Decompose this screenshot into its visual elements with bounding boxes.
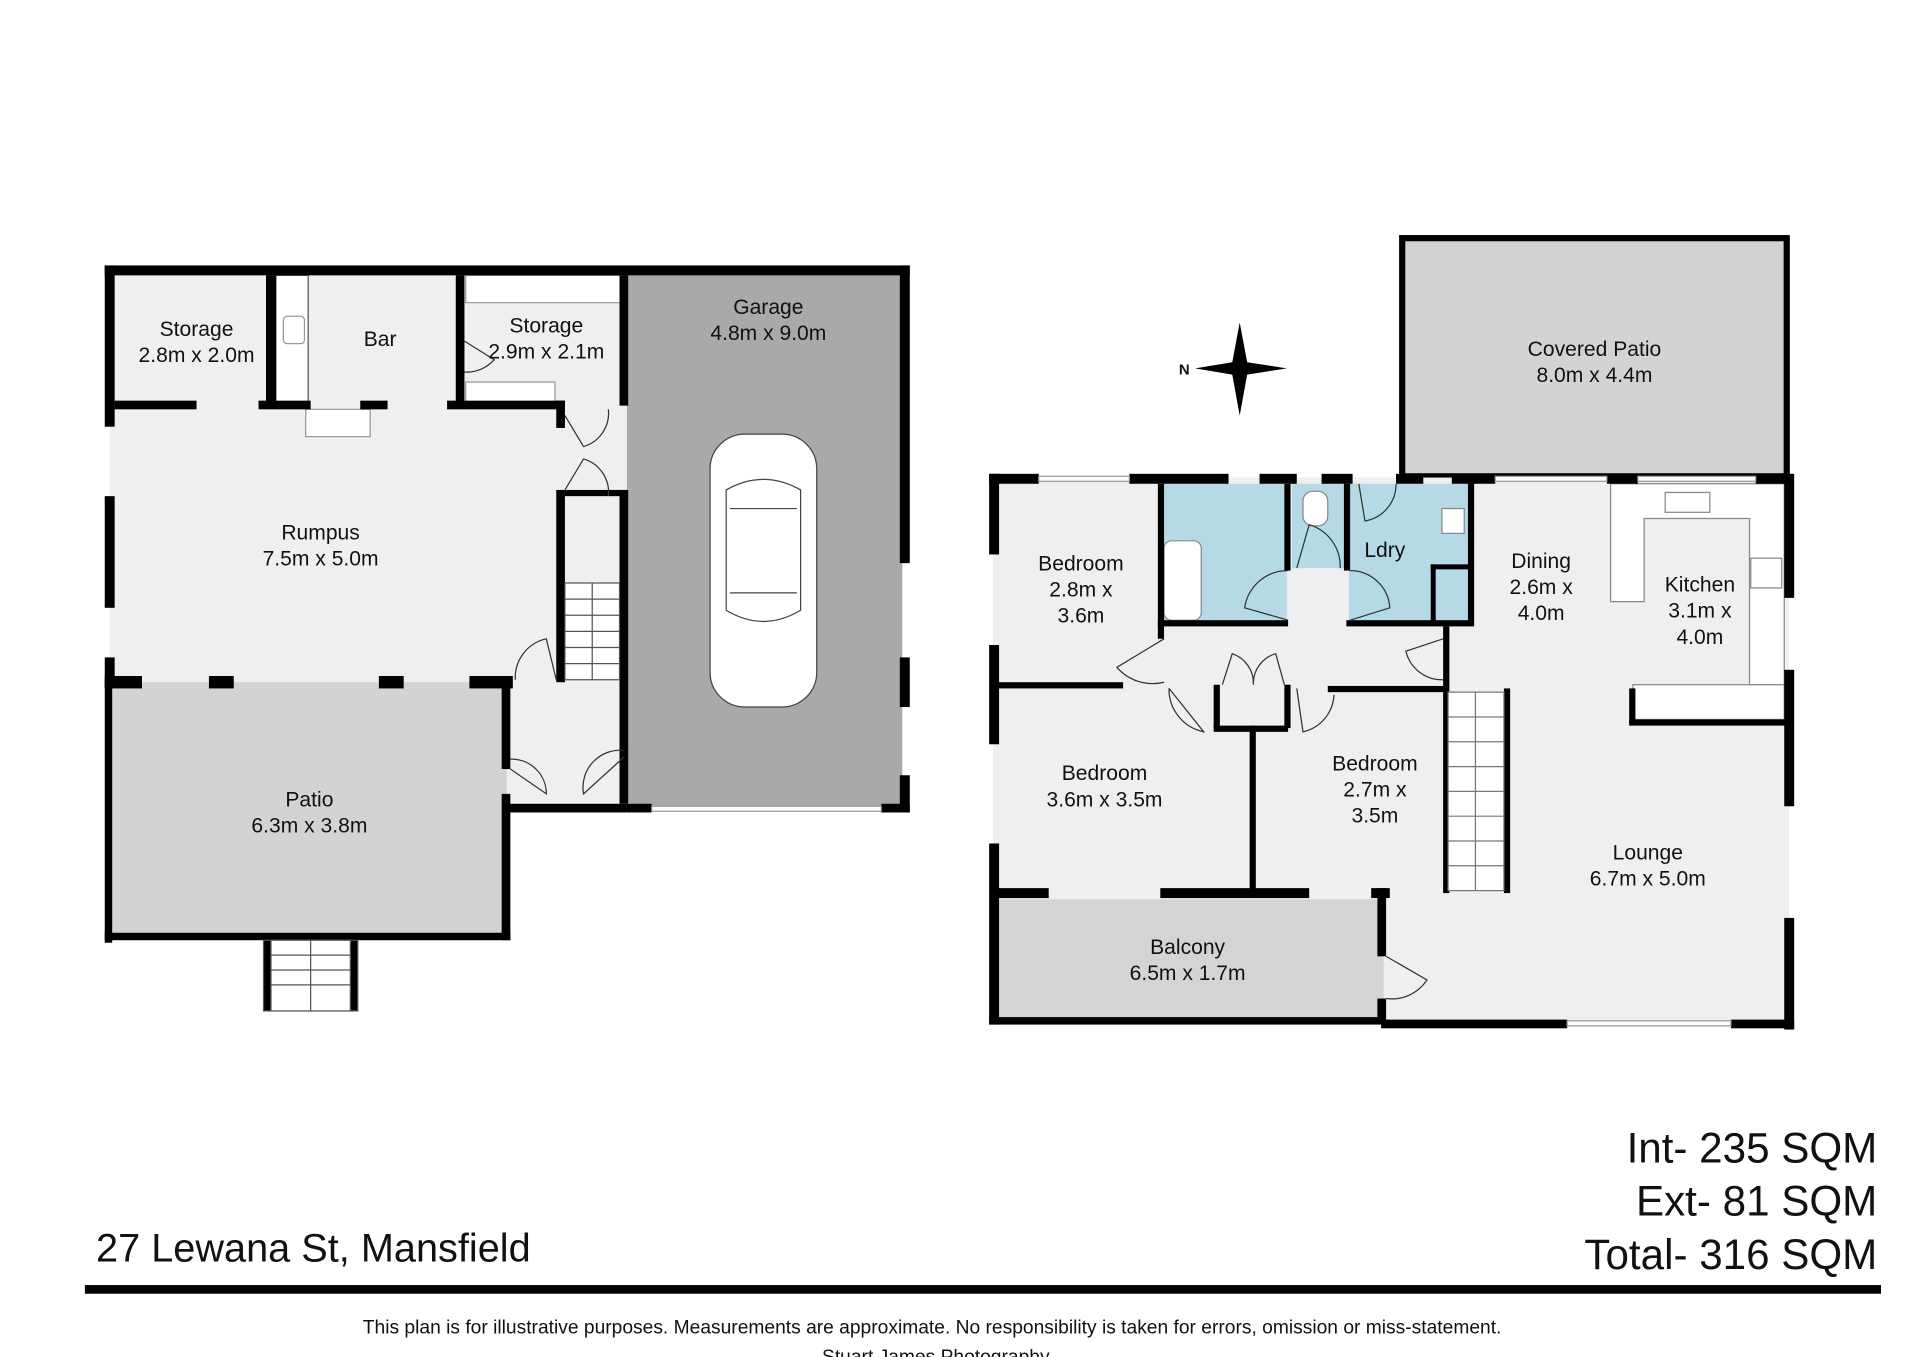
internal-area: Int- 235 SQM bbox=[1627, 1124, 1878, 1171]
room-name: Bedroom bbox=[1332, 752, 1418, 775]
room-size: 4.8m x 9.0m bbox=[710, 322, 826, 345]
patio-steps bbox=[262, 939, 359, 1012]
car-icon bbox=[709, 433, 818, 708]
compass-icon: N bbox=[1179, 322, 1287, 416]
room-name: Kitchen bbox=[1665, 574, 1735, 597]
divider bbox=[84, 1285, 1881, 1294]
kitchen-bench bbox=[1632, 684, 1785, 721]
covered-patio-area bbox=[1399, 235, 1790, 480]
room-size: 2.8m x bbox=[1049, 579, 1113, 602]
room-size: 4.0m bbox=[1676, 626, 1723, 649]
room-name: Lounge bbox=[1613, 842, 1683, 865]
room-name: Storage bbox=[160, 318, 234, 341]
room-name: Garage bbox=[733, 296, 803, 319]
room-name: Patio bbox=[285, 788, 333, 811]
room-name: Covered Patio bbox=[1528, 338, 1662, 361]
room-name: Ldry bbox=[1364, 539, 1405, 562]
room-size: 4.0m bbox=[1518, 602, 1565, 625]
room-size: 6.3m x 3.8m bbox=[251, 814, 367, 837]
lower-floor: Storage 2.8m x 2.0m Bar Storage 2.9m x 2… bbox=[104, 265, 910, 1012]
room-size: 3.1m x bbox=[1668, 600, 1732, 623]
room-name: Bedroom bbox=[1062, 762, 1148, 785]
room-size: 3.5m bbox=[1351, 804, 1398, 827]
upper-stairs bbox=[1447, 691, 1505, 892]
lower-stairs bbox=[564, 582, 621, 681]
laundry-area bbox=[1348, 483, 1470, 623]
room-size: 3.6m x 3.5m bbox=[1047, 788, 1163, 811]
room-size: 7.5m x 5.0m bbox=[263, 548, 379, 571]
room-size: 8.0m x 4.4m bbox=[1536, 364, 1652, 387]
room-name: Rumpus bbox=[281, 522, 360, 545]
external-area: Ext- 81 SQM bbox=[1636, 1178, 1877, 1225]
kitchen-sink-icon bbox=[1664, 491, 1711, 513]
room-size: 3.6m bbox=[1058, 605, 1105, 628]
photographer-credit: Stuart James Photography bbox=[822, 1347, 1050, 1357]
bathtub-icon bbox=[1163, 540, 1202, 621]
room-name: Bedroom bbox=[1038, 553, 1124, 576]
room-name: Dining bbox=[1511, 550, 1571, 573]
room-name: Storage bbox=[509, 314, 583, 337]
room-size: 2.6m x bbox=[1509, 576, 1573, 599]
room-size: 2.8m x 2.0m bbox=[139, 344, 255, 367]
room-name: Balcony bbox=[1150, 936, 1225, 959]
room-size: 6.7m x 5.0m bbox=[1590, 868, 1706, 891]
bar-sink-icon bbox=[282, 315, 306, 345]
room-name: Bar bbox=[364, 328, 397, 351]
toilet-icon bbox=[1302, 490, 1329, 527]
bar-step bbox=[305, 408, 371, 438]
upper-floor: Covered Patio 8.0m x 4.4m Bedroom 2.8m x… bbox=[989, 235, 1795, 1030]
storage-shelf bbox=[465, 274, 622, 304]
balcony-area bbox=[992, 899, 1384, 1024]
laundry-tub-icon bbox=[1441, 507, 1465, 534]
compass-north-label: N bbox=[1179, 363, 1190, 379]
room-size: 6.5m x 1.7m bbox=[1130, 962, 1246, 985]
patio-area bbox=[109, 682, 507, 937]
room-size: 2.9m x 2.1m bbox=[488, 340, 604, 363]
disclaimer: This plan is for illustrative purposes. … bbox=[363, 1317, 1502, 1338]
property-address: 27 Lewana St, Mansfield bbox=[96, 1226, 531, 1270]
cooktop-icon bbox=[1750, 557, 1783, 589]
room-size: 2.7m x bbox=[1343, 778, 1407, 801]
total-area: Total- 316 SQM bbox=[1584, 1231, 1877, 1278]
